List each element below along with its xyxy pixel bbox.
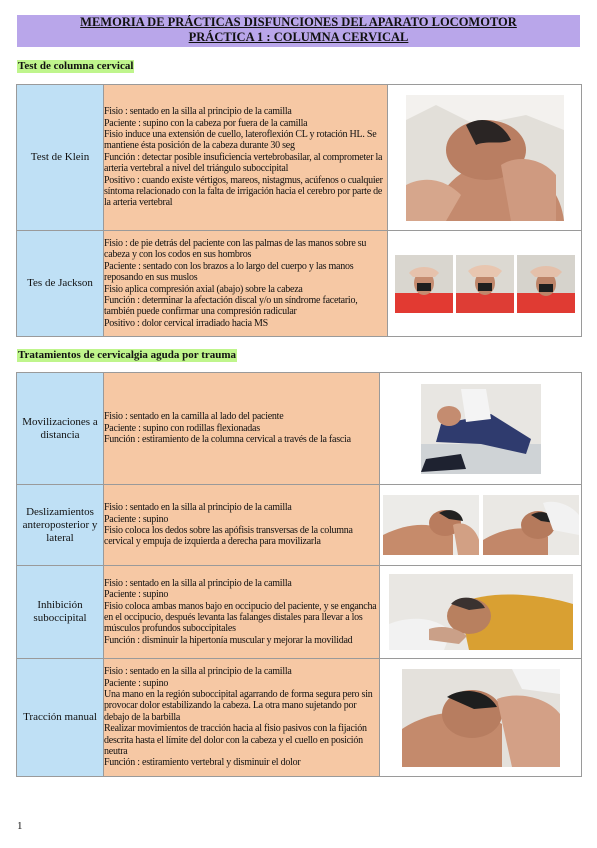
description-line: Una mano en la región suboccipital agarr… [104,688,373,723]
treatment-photo-cell [379,658,582,777]
manual-traction-photo [401,668,560,767]
description-line: Función : estiramiento vertebral y dismi… [104,757,301,769]
description-line: Fisio coloca los dedos sobre las apófisi… [104,525,353,548]
cervical-tests-table: Test de Klein Fisio : sentado en la sill… [16,84,582,337]
test-photo-cell [387,230,582,337]
jackson-test-photo [455,254,514,313]
gliding-photo [482,495,579,555]
treatment-description-cell: Fisio : sentado en la camilla al lado de… [103,372,380,485]
jackson-test-photo [516,254,575,313]
description-line: Paciente : supino [104,589,169,601]
suboccipital-inhibition-photo [388,574,573,650]
test-photo-cell [387,84,582,231]
description-line: Función : estiramiento de la columna cer… [104,434,351,446]
description-line: Paciente : supino [104,513,169,525]
table-row: Tracción manual Fisio : sentado en la si… [16,658,582,777]
description-line: Fisio : de pie detrás del paciente con l… [104,237,367,261]
jackson-test-photo [394,254,453,313]
description-line: Fisio : sentado en la camilla al lado de… [104,411,284,423]
description-line: Paciente : supino [104,677,169,689]
table-row: Movilizaciones a distancia Fisio : senta… [16,372,582,485]
description-line: Fisio : sentado en la silla al principio… [104,502,292,514]
description-line: Realizar movimientos de tracción hacia a… [104,723,367,758]
treatment-name-cell: Tracción manual [16,658,104,777]
treatment-name-cell: Deslizamientos anteroposterior y lateral [16,484,104,566]
treatment-description-cell: Fisio : sentado en la silla al principio… [103,565,380,659]
gliding-photo [382,495,479,555]
page-number: 1 [17,820,23,832]
description-line: Fisio aplica compresión axial (abajo) so… [104,283,303,295]
title-line-2: PRÁCTICA 1 : COLUMNA CERVICAL [188,30,409,44]
treatment-photo-cell [379,484,582,566]
description-line: Fisio : sentado en la silla al principio… [104,577,292,589]
description-line: Paciente : sentado con los brazos a lo l… [104,260,354,284]
description-line: Función : disminuir la hipertonía muscul… [104,634,353,646]
description-line: Fisio : sentado en la silla al principio… [104,666,292,678]
description-line: Fisio induce una extensión de cuello, la… [104,128,377,152]
title-line-1: MEMORIA DE PRÁCTICAS DISFUNCIONES DEL AP… [80,15,517,29]
test-name-cell: Tes de Jackson [16,230,104,337]
test-description-cell: Fisio : de pie detrás del paciente con l… [103,230,388,337]
table-row: Tes de Jackson Fisio : de pie detrás del… [16,230,582,337]
description-line: Positivo : dolor cervical irradiado haci… [104,317,268,329]
description-line: Función : detectar posible insuficiencia… [104,151,383,175]
description-line: Paciente : supino con la cabeza por fuer… [104,117,308,129]
treatment-description-cell: Fisio : sentado en la silla al principio… [103,484,380,566]
description-line: Función : determinar la afectación disca… [104,294,358,318]
treatment-name-cell: Movilizaciones a distancia [16,372,104,485]
klein-test-photo [405,94,564,221]
description-line: Fisio : sentado en la silla al principio… [104,106,292,118]
table-row: Deslizamientos anteroposterior y lateral… [16,484,582,566]
treatment-photo-cell [379,372,582,485]
treatment-photo-cell [379,565,582,659]
section-label-cervical-tests: Test de columna cervical [17,60,135,73]
table-row: Test de Klein Fisio : sentado en la sill… [16,84,582,231]
distance-mobilization-photo [420,383,541,474]
treatments-table: Movilizaciones a distancia Fisio : senta… [16,372,582,777]
description-line: Paciente : supino con rodillas flexionad… [104,422,260,434]
description-line: Positivo : cuando existe vértigos, mareo… [104,174,383,209]
treatment-name-cell: Inhibición suboccipital [16,565,104,659]
section-label-treatments: Tratamientos de cervicalgia aguda por tr… [17,349,238,362]
treatment-description-cell: Fisio : sentado en la silla al principio… [103,658,380,777]
test-name-cell: Test de Klein [16,84,104,231]
document-title: MEMORIA DE PRÁCTICAS DISFUNCIONES DEL AP… [17,15,580,47]
table-row: Inhibición suboccipital Fisio : sentado … [16,565,582,659]
description-line: Fisio coloca ambas manos bajo en occipuc… [104,600,377,635]
test-description-cell: Fisio : sentado en la silla al principio… [103,84,388,231]
